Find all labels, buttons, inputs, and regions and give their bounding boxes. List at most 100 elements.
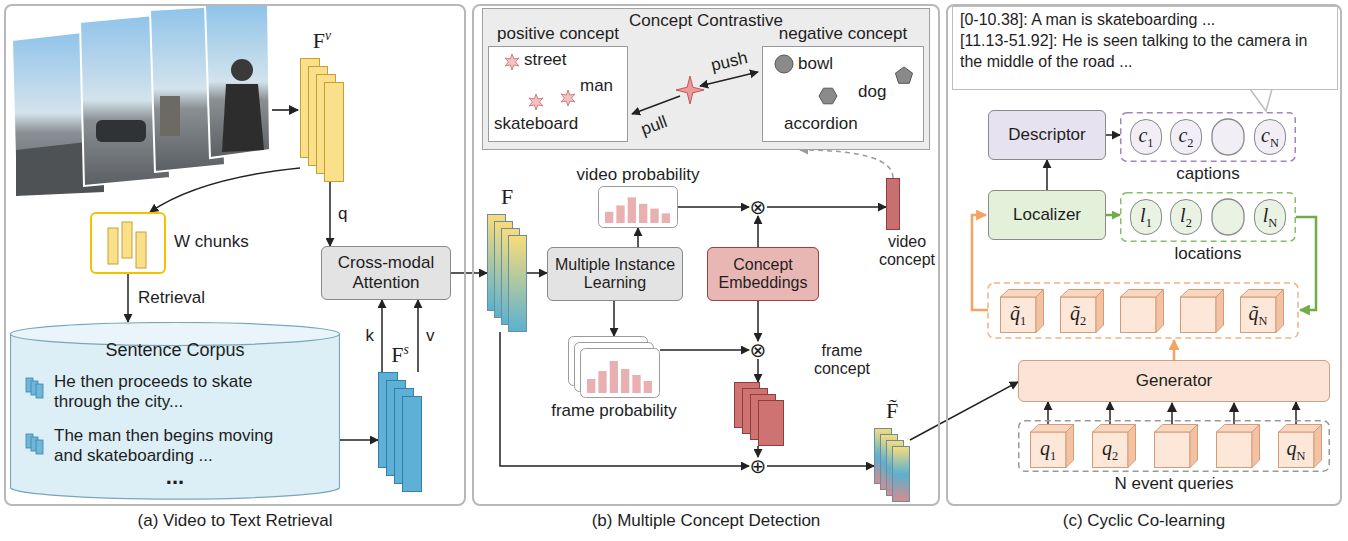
slot-pill: l2 xyxy=(1170,199,1202,235)
feedback-arrow xyxy=(1296,217,1316,310)
dashed-group: captionsc1c2cN xyxy=(1120,112,1296,162)
caption-line: [0-10.38]: A man is skateboarding ... xyxy=(960,10,1330,31)
cube-side xyxy=(1066,425,1074,468)
operator-symbol: ⊗ xyxy=(750,341,767,359)
cube-label-index: N xyxy=(1259,314,1268,328)
probability-frame xyxy=(581,349,660,398)
probability-box: video probability xyxy=(598,186,678,228)
cube-label-base: q̃ xyxy=(1010,302,1020,324)
panel-caption: (c) Cyclic Co-learning xyxy=(946,511,1342,531)
concept-word: man xyxy=(580,76,613,96)
slot-label-index: N xyxy=(1268,216,1277,230)
slot-pill: c2 xyxy=(1170,119,1202,155)
concept-heading: positive concept xyxy=(488,24,628,44)
concept-word: skateboard xyxy=(494,114,578,134)
chunk-bar xyxy=(108,228,118,264)
probability-bar xyxy=(587,379,595,393)
cube-label: q2 xyxy=(1102,438,1118,462)
slot-pill: lN xyxy=(1254,199,1286,235)
group-label: N event queries xyxy=(978,474,1348,494)
slot-label-index: 2 xyxy=(1186,216,1192,230)
cube-front xyxy=(1093,432,1129,468)
sentence-icon xyxy=(36,440,43,454)
panel-caption: (b) Multiple Concept Detection xyxy=(472,511,940,531)
operator-circle: ⊕ xyxy=(749,457,767,475)
dashed-group: N event queriesq1q2qN xyxy=(1018,420,1330,472)
dashed-group: locationsl1l2lN xyxy=(1120,192,1296,242)
feature-bar xyxy=(403,397,422,492)
probability-bar xyxy=(605,212,613,223)
query-cube: q̃N xyxy=(1240,289,1284,333)
frame-person-head xyxy=(231,59,253,81)
group-label: captions xyxy=(1080,164,1336,184)
feature-stack-drawing xyxy=(378,372,422,492)
cube-side xyxy=(1314,425,1322,468)
connector xyxy=(1106,134,1120,136)
process-box: Localizer xyxy=(988,190,1106,240)
cube-label-base: q xyxy=(1040,437,1050,459)
box-label: Concept Embeddings xyxy=(713,256,813,293)
corpus-ellipsis: ... xyxy=(10,464,340,490)
slot-label: cN xyxy=(1261,125,1279,149)
feature-bar xyxy=(509,236,527,332)
cube-label: q̃N xyxy=(1249,303,1268,327)
sentence-icon xyxy=(36,384,43,398)
connector xyxy=(340,439,378,441)
concept-star xyxy=(529,94,543,110)
concept-vector: video concept xyxy=(886,178,900,230)
pull-arrow xyxy=(632,96,680,114)
empty-caption-slot xyxy=(1212,119,1244,155)
probability-bar xyxy=(662,213,670,223)
feature-stack-drawing xyxy=(734,382,784,446)
edge-label: v xyxy=(424,326,437,346)
box-label: Multiple Instance Learning xyxy=(553,256,677,293)
query-input-arrow xyxy=(1233,403,1235,424)
cube-face: q2 xyxy=(1092,432,1128,468)
frame-building xyxy=(160,96,180,136)
connector xyxy=(767,465,874,467)
probability-drawing xyxy=(598,186,678,228)
concept-pentagon xyxy=(895,67,912,83)
empty-query-cube xyxy=(1155,425,1198,468)
cube-label: q̃2 xyxy=(1070,303,1086,327)
slot-label-index: 1 xyxy=(1146,216,1152,230)
concept-word: street xyxy=(524,50,567,70)
connector xyxy=(757,359,759,382)
slot-label-base: c xyxy=(1138,124,1147,146)
connector xyxy=(613,301,615,336)
empty-query-cube xyxy=(1181,290,1224,333)
connector xyxy=(757,216,759,247)
concept-box: negative conceptbowldogaccordion xyxy=(762,46,924,142)
dashed-rect xyxy=(1121,113,1296,162)
query-cube: q2 xyxy=(1092,424,1136,468)
operator-circle: ⊗ xyxy=(749,198,767,216)
edge-label: Retrieval xyxy=(136,288,207,308)
operator-symbol: ⊕ xyxy=(750,457,767,475)
frame-car xyxy=(96,120,146,142)
slot-label-index: 2 xyxy=(1187,136,1193,150)
connector xyxy=(910,382,1018,440)
box-label: Generator xyxy=(1136,371,1213,391)
feature-stack-drawing xyxy=(300,58,344,182)
connector xyxy=(660,349,749,351)
video-frame xyxy=(205,5,270,158)
cube-side xyxy=(1276,290,1284,333)
chunk-label: W chunks xyxy=(174,232,249,252)
stack-label-base: F xyxy=(501,184,513,209)
cube-label-base: q xyxy=(1287,437,1297,459)
slot-pill: cN xyxy=(1254,119,1286,155)
push-arrow xyxy=(700,72,758,86)
video-frames xyxy=(12,5,270,196)
chunk-drawing xyxy=(90,212,166,274)
concept-star xyxy=(505,54,519,70)
box-label: Descriptor xyxy=(1008,125,1085,145)
box-label: Localizer xyxy=(1013,205,1081,225)
probability-bar xyxy=(639,204,647,223)
process-box: Concept Embeddings xyxy=(707,247,819,301)
feature-bar xyxy=(759,401,784,446)
probability-bar xyxy=(621,369,629,393)
concept-word: dog xyxy=(858,82,886,102)
concept-star xyxy=(561,90,575,106)
cube-front xyxy=(1031,432,1067,468)
connector xyxy=(757,301,759,341)
